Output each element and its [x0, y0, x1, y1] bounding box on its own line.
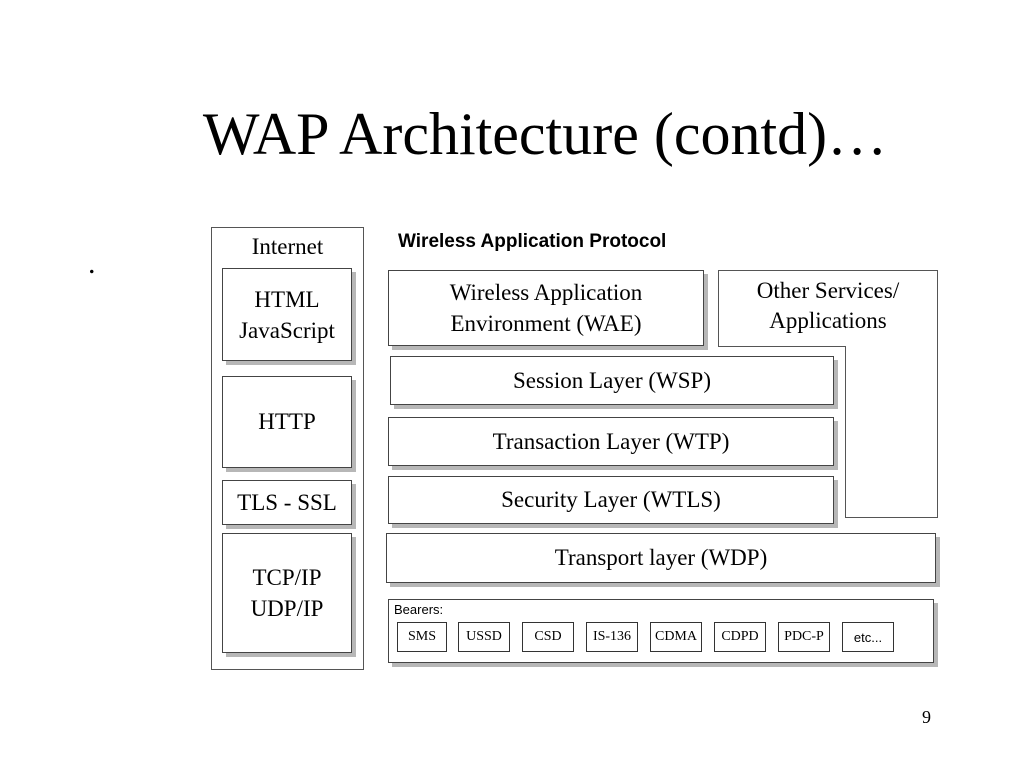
bearer-ussd: USSD: [458, 622, 510, 652]
tcp-ip-label: TCP/IP: [252, 565, 322, 590]
bearers-label: Bearers:: [394, 602, 444, 617]
transaction-layer: Transaction Layer (WTP): [388, 417, 834, 466]
transport-layer: Transport layer (WDP): [386, 533, 936, 583]
session-layer: Session Layer (WSP): [390, 356, 834, 405]
slide-title: WAP Architecture (contd)…: [202, 101, 888, 167]
wae-line-2: Environment (WAE): [450, 311, 642, 336]
wae-layer: Wireless Application Environment (WAE): [388, 270, 704, 346]
transport-layer-label: Transport layer (WDP): [554, 545, 768, 570]
tls-ssl-label: TLS - SSL: [237, 489, 337, 515]
wae-line-1: Wireless Application: [449, 280, 643, 305]
other-services-line-1: Other Services/: [756, 278, 900, 303]
internet-label: Internet: [251, 234, 324, 259]
bearer-cdpd: CDPD: [714, 622, 766, 652]
other-services-frame-side: [845, 346, 938, 518]
bearer-sms: SMS: [397, 622, 447, 652]
bearer-csd: CSD: [522, 622, 574, 652]
html-javascript-layer: HTML JavaScript: [222, 268, 352, 361]
security-layer-label: Security Layer (WTLS): [501, 487, 721, 512]
http-layer: HTTP: [222, 376, 352, 468]
bearer-cdma: CDMA: [650, 622, 702, 652]
udp-ip-label: UDP/IP: [250, 596, 324, 621]
tcp-udp-layer: TCP/IP UDP/IP: [222, 533, 352, 653]
html-label: HTML: [254, 286, 320, 312]
other-services-inner-edge: [845, 346, 846, 518]
session-layer-label: Session Layer (WSP): [512, 367, 712, 393]
page-number: 9: [922, 707, 931, 727]
bearer-pdc-p: PDC-P: [778, 622, 830, 652]
other-services-divider: [718, 346, 846, 347]
wap-title: Wireless Application Protocol: [398, 231, 667, 252]
bearer-is136: IS-136: [586, 622, 638, 652]
bearer-etc: etc...: [842, 622, 894, 652]
javascript-label: JavaScript: [239, 317, 335, 343]
bullet-point: .: [88, 247, 96, 280]
other-services-line-2: Applications: [769, 308, 887, 333]
other-services-label: Other Services/ Applications: [718, 276, 938, 336]
tls-ssl-layer: TLS - SSL: [222, 480, 352, 525]
http-label: HTTP: [258, 409, 316, 434]
other-services-frame-top: [718, 270, 938, 347]
transaction-layer-label: Transaction Layer (WTP): [492, 428, 730, 454]
security-layer: Security Layer (WTLS): [388, 476, 834, 524]
